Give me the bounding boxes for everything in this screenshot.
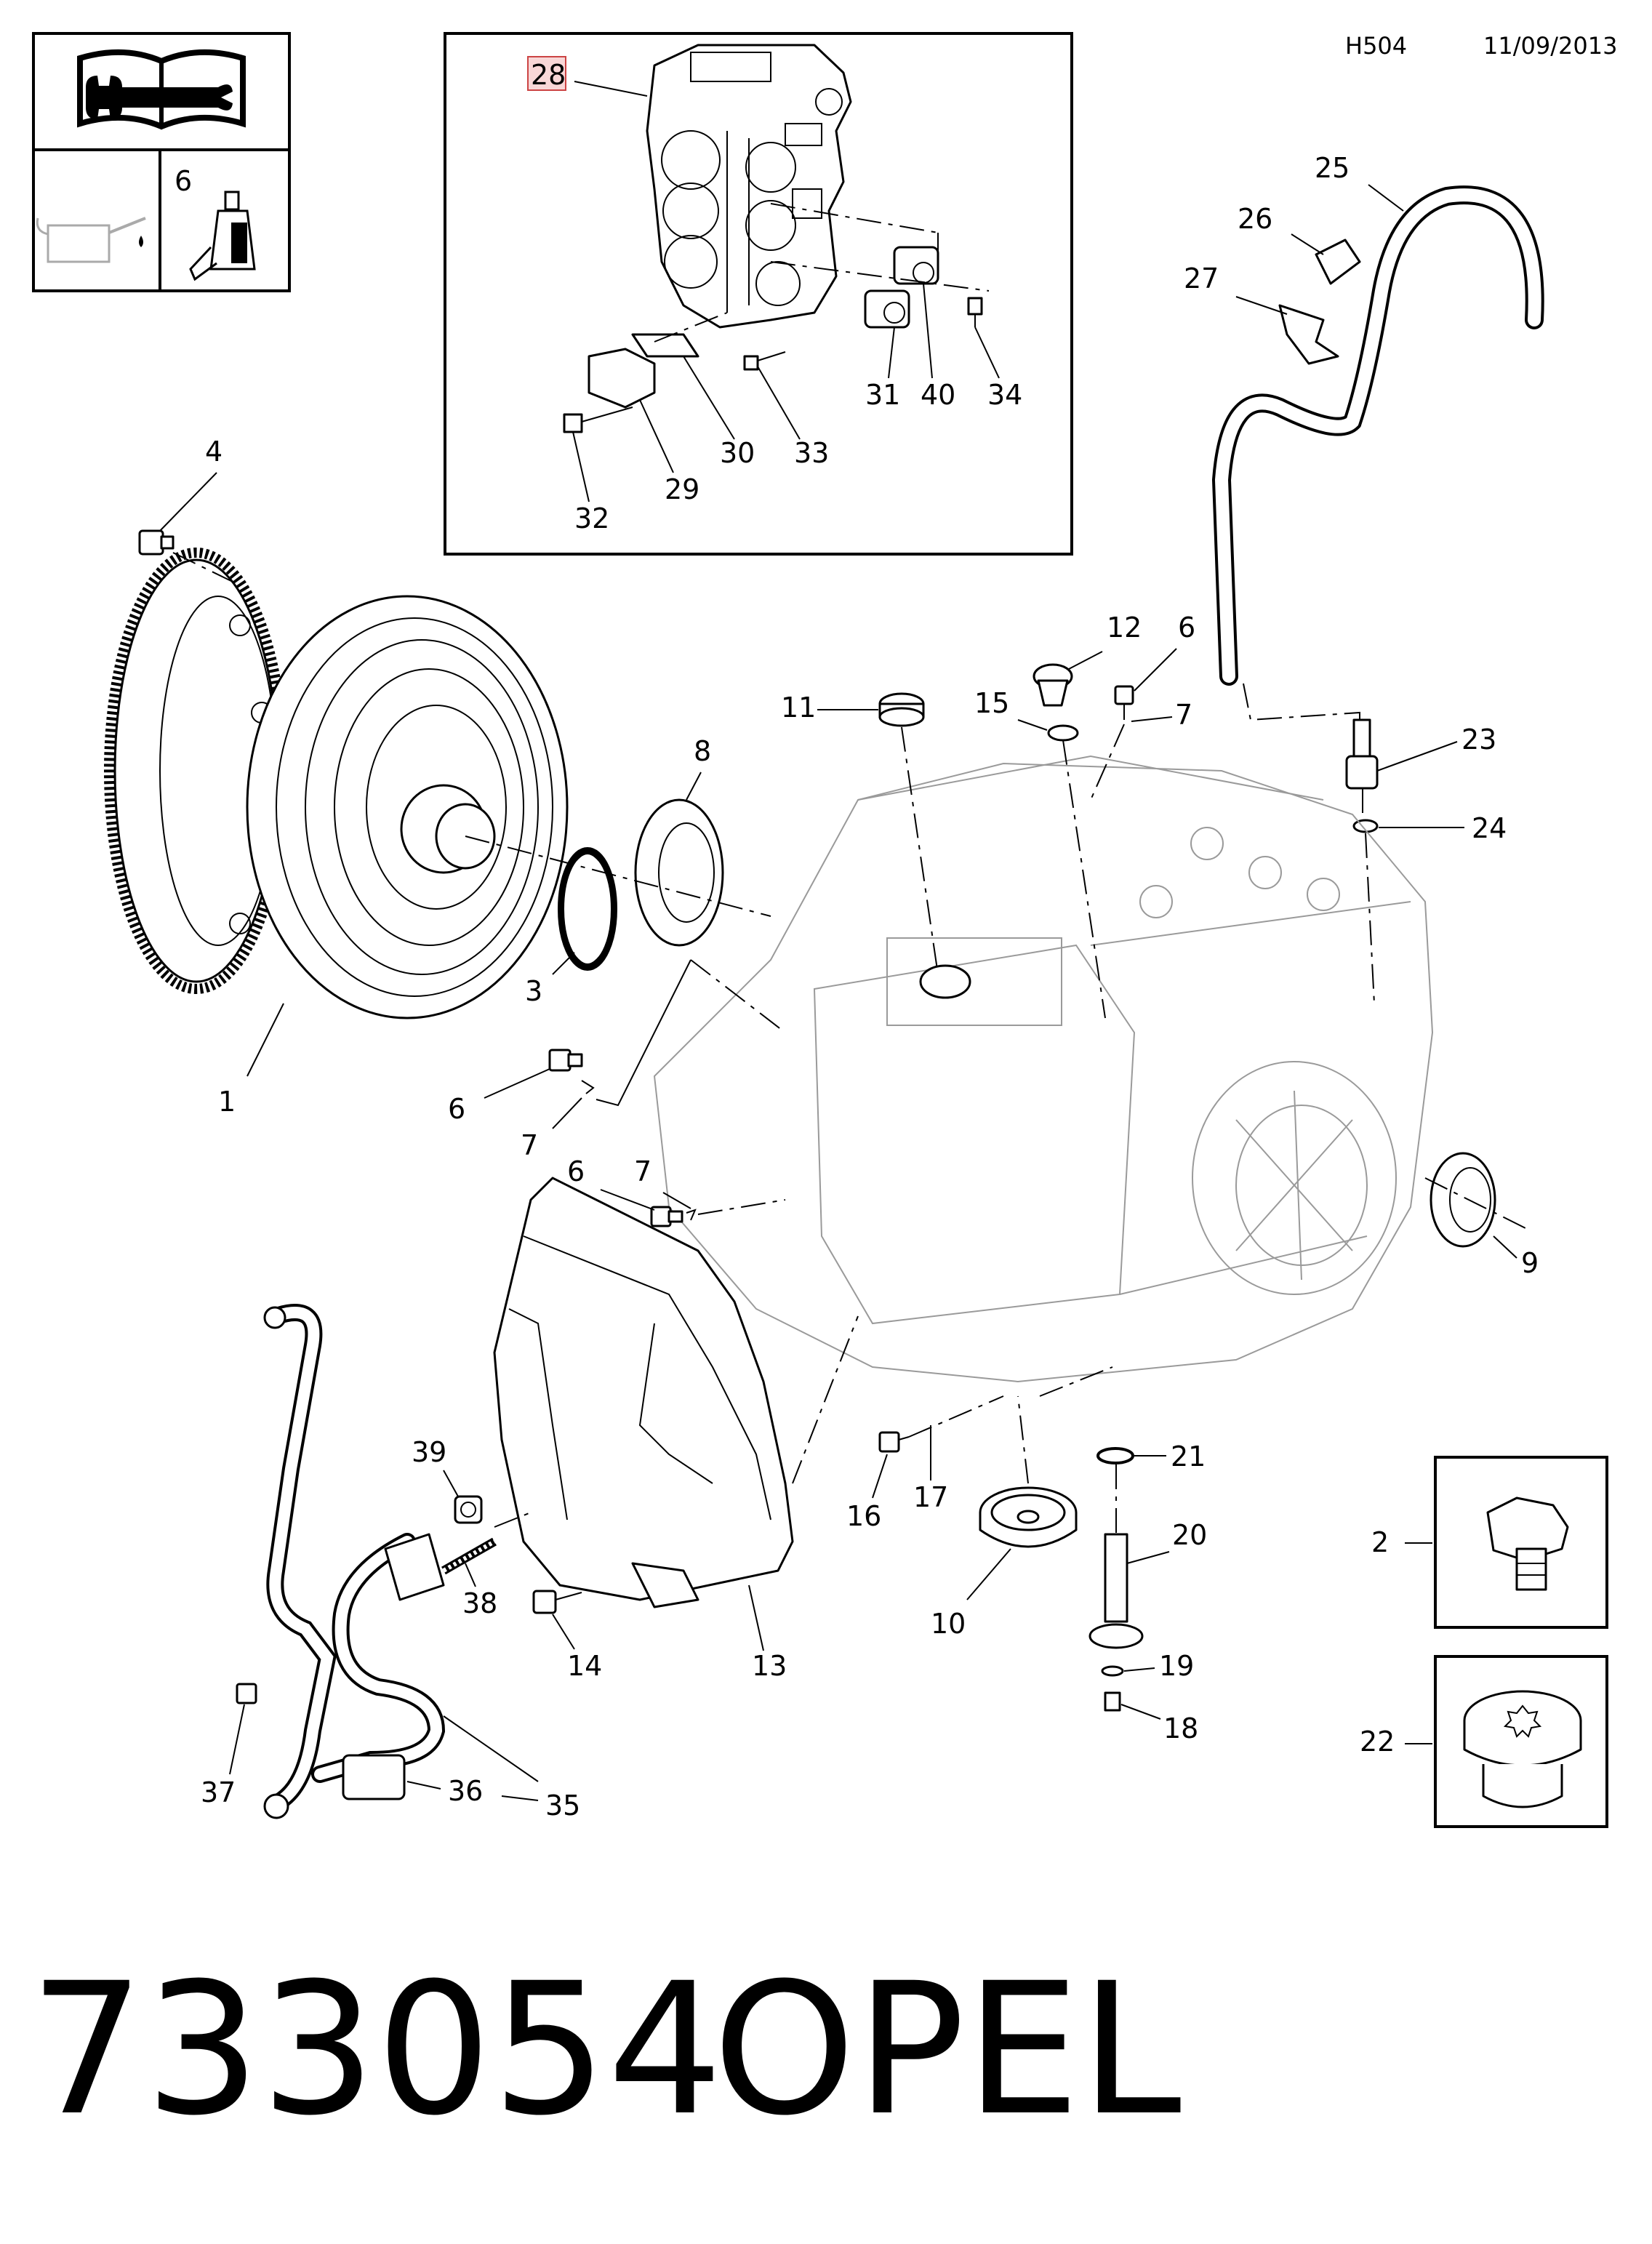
filter-10: 10: [931, 1395, 1078, 1640]
transmission-housing: [653, 755, 1434, 1383]
bolt-6-left: 6 7: [448, 959, 786, 1161]
seal-8: 8: [634, 735, 724, 947]
vent-fitting-23: 23: [1345, 718, 1496, 790]
callout-22: 22: [1360, 1726, 1395, 1758]
symbol-panel: 6: [32, 32, 291, 292]
washer-19: 19: [1101, 1650, 1194, 1682]
callout-26: 26: [1238, 203, 1272, 235]
cap-12: 12: [1032, 612, 1142, 707]
bracket-29: [588, 348, 656, 409]
callout-8: 8: [694, 735, 711, 767]
callout-11: 11: [781, 692, 816, 724]
callout-25: 25: [1315, 152, 1350, 184]
callout-31: 31: [865, 379, 900, 411]
callout-39: 39: [412, 1436, 446, 1468]
callout-33: 33: [794, 437, 829, 469]
clip-27: [1278, 304, 1339, 365]
o-ring-15: 15: [974, 687, 1106, 1019]
torque-converter: [246, 595, 569, 1019]
seal-9: 9: [1424, 1152, 1539, 1279]
callout-19: 19: [1159, 1650, 1194, 1682]
bolt-6-pan: 6 7: [567, 1155, 786, 1227]
callout-24: 24: [1472, 812, 1507, 844]
bolt-16: 16 17: [846, 1395, 1004, 1532]
callout-27: 27: [1184, 263, 1219, 294]
callout-28: 28: [531, 59, 566, 91]
header-code: H504: [1345, 32, 1407, 60]
callout-16: 16: [846, 1500, 881, 1532]
washer-7-top: 7: [1090, 699, 1192, 801]
solenoid-40: [893, 246, 939, 285]
callout-5: 6: [175, 165, 192, 197]
callout-36: 36: [448, 1775, 483, 1807]
callout-10: 10: [931, 1608, 966, 1640]
callout-20: 20: [1172, 1519, 1207, 1551]
oil-can-icon: [36, 217, 146, 263]
callout-28-highlight: [527, 56, 566, 91]
valve-body: [646, 44, 852, 329]
clip-30: [631, 333, 699, 358]
callout-1: 1: [218, 1086, 236, 1118]
bolt-14: 14: [532, 1590, 602, 1682]
callout-18: 18: [1163, 1712, 1198, 1744]
callout-40: 40: [921, 379, 955, 411]
o-ring-3: 3: [525, 847, 617, 1007]
detail-box-2: 2: [1371, 1456, 1608, 1629]
plug-11: 11: [781, 692, 939, 975]
callout-35: 35: [545, 1790, 580, 1822]
callout-37: 37: [201, 1776, 236, 1808]
oil-pan: 13: [493, 1177, 859, 1682]
bolt-6-top: 6: [1114, 612, 1195, 720]
flexplate: [104, 548, 289, 994]
lubricant-applicator-icon: [189, 191, 256, 281]
clip-36: [342, 1754, 406, 1800]
cooler-line-bracket: [384, 1533, 445, 1601]
callout-32: 32: [574, 502, 609, 534]
breather-hose: 25 26 27: [1184, 152, 1544, 727]
washer-24: 24: [1352, 812, 1507, 844]
clip-26: [1315, 239, 1361, 285]
callout-14: 14: [567, 1650, 602, 1682]
part-number: 733054: [29, 1944, 723, 2155]
callout-17: 17: [913, 1481, 948, 1513]
screw-18: 18: [1104, 1691, 1198, 1744]
tube-20: 20: [1088, 1464, 1207, 1649]
screw-34: [967, 297, 983, 327]
callout-13: 13: [752, 1650, 787, 1682]
callout-3: 3: [525, 975, 542, 1007]
brand-name: OPEL: [713, 1944, 1182, 2155]
callout-30: 30: [720, 437, 755, 469]
callout-7-pan: 7: [634, 1155, 651, 1187]
solenoid-31: [864, 289, 910, 329]
drain-plug-hex: [1486, 1496, 1569, 1562]
bolt-37: [236, 1683, 257, 1704]
header-date: 11/09/2013: [1483, 32, 1617, 60]
screw-33: [743, 351, 786, 371]
cooler-lines: 36 35 37 38 39: [201, 1304, 580, 1822]
callout-2: 2: [1371, 1526, 1389, 1558]
nut-39: [454, 1495, 483, 1524]
callout-21: 21: [1171, 1440, 1206, 1472]
callout-38: 38: [462, 1587, 497, 1619]
callout-7-left: 7: [521, 1129, 538, 1161]
callout-6-top: 6: [1178, 612, 1195, 644]
callout-23: 23: [1461, 724, 1496, 756]
callout-6-left: 6: [448, 1093, 465, 1125]
callout-34: 34: [987, 379, 1022, 411]
callout-12: 12: [1107, 612, 1142, 644]
repair-manual-icon: [77, 49, 246, 130]
callout-15: 15: [974, 687, 1009, 719]
callout-7-top: 7: [1175, 699, 1192, 731]
bolt-4: 4: [138, 436, 233, 582]
callout-6-pan: 6: [567, 1155, 585, 1187]
washer-21: 21: [1096, 1440, 1206, 1472]
callout-9: 9: [1521, 1247, 1539, 1279]
valve-body-inset: 28: [444, 32, 1073, 556]
callout-29: 29: [665, 473, 699, 505]
detail-box-22: 22: [1360, 1655, 1608, 1828]
bolt-32: [563, 406, 633, 433]
callout-4: 4: [205, 436, 222, 468]
stud-38: [441, 1537, 497, 1575]
